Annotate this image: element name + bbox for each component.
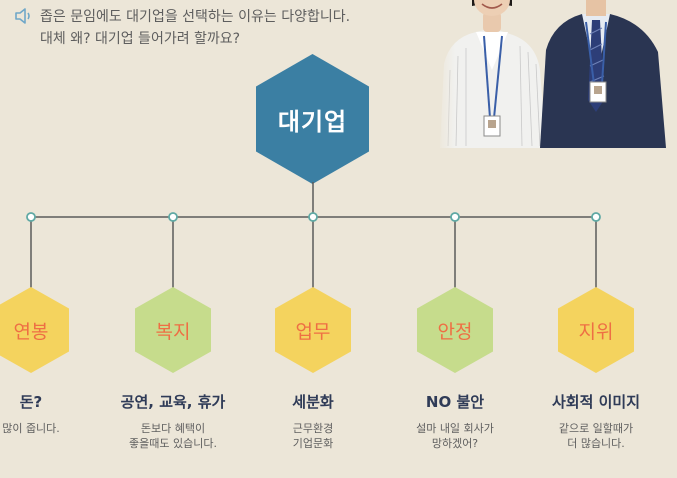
connector-dot [168,212,178,222]
reason-title-welfare: 공연, 교육, 휴가 [120,393,226,411]
reason-desc-line: 망하겠어? [431,437,479,450]
reason-desc-line: 설마 내일 회사가 [416,422,494,435]
reason-title-work: 세분화 [292,393,334,411]
speaker-icon [15,8,30,24]
reason-desc-line: 돈보다 혜택이 [140,422,206,435]
reason-hexagon-welfare [135,287,211,373]
connector-drops [30,240,597,288]
intro-line-1: 좁은 문임에도 대기업을 선택하는 이유는 다양합니다. [14,6,350,28]
connector-dot [450,212,460,222]
reason-desc-line: 근무환경 [292,422,334,435]
reason-label-welfare: 복지 [155,320,191,343]
reason-label-stability: 안정 [437,320,473,343]
business-people-photo [436,0,677,148]
reason-desc-welfare: 돈보다 혜택이 좋을때도 있습니다. [98,421,248,451]
reason-desc-line: 더 많습니다. [567,437,625,450]
connector-lines [26,182,601,240]
reason-desc-line: 기업문화 [292,437,334,450]
intro-text: 좁은 문임에도 대기업을 선택하는 이유는 다양합니다. 대체 왜? 대기업 들… [14,6,350,50]
connector-dot [26,212,36,222]
intro-line-2: 대체 왜? 대기업 들어가려 할까요? [40,31,241,47]
center-label: 대기업 [277,107,348,136]
intro-line-1-text: 좁은 문임에도 대기업을 선택하는 이유는 다양합니다. [40,9,351,25]
reason-title-stability: NO 불안 [425,393,485,411]
reason-hexagon-stability [417,287,493,373]
reason-title-salary: 돈? [19,393,43,411]
reason-label-salary: 연봉 [13,320,49,343]
connector-dot [308,212,318,222]
reason-desc-line: 좋을때도 있습니다. [129,437,217,450]
connector-dot [591,212,601,222]
reason-desc-status: 같으로 일할때가 더 많습니다. [521,421,671,451]
reason-label-status: 지위 [578,320,614,343]
reason-label-work: 업무 [295,320,331,343]
reason-hexagon-status [558,287,634,373]
reason-desc-line: 많이 줍니다. [2,422,60,435]
reason-desc-stability: 설마 내일 회사가 망하겠어? [380,421,530,451]
reason-hexagon-work [275,287,351,373]
reason-desc-work: 근무환경 기업문화 [238,421,388,451]
reason-title-status: 사회적 이미지 [551,393,641,411]
reason-desc-salary: 많이 줍니다. [0,421,106,436]
reason-desc-line: 같으로 일할때가 [558,422,634,435]
reason-hexagon-salary [0,287,69,373]
center-hexagon [256,54,369,184]
